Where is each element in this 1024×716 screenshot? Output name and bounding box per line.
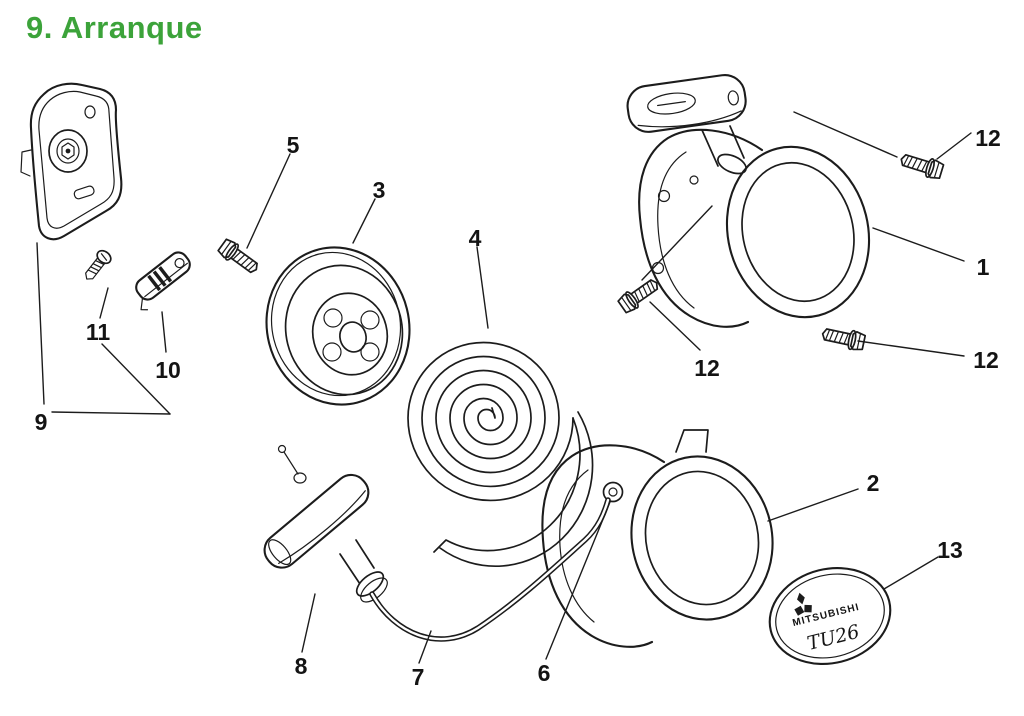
callout-3: 3 <box>373 177 386 203</box>
part-6-rope-bushing <box>602 481 624 503</box>
callout-8: 8 <box>295 653 308 679</box>
part-4-spiral-spring <box>407 341 594 568</box>
callout-4: 4 <box>469 225 482 251</box>
callout-labels: 5 3 4 12 1 12 12 11 10 9 2 13 8 7 6 <box>35 125 1001 690</box>
part-2-starter-case <box>541 429 774 648</box>
part-12-bolt-right <box>819 323 867 353</box>
callout-12-middle: 12 <box>694 355 720 381</box>
callout-1: 1 <box>977 254 990 280</box>
part-11-set-screw <box>85 249 112 280</box>
callout-13: 13 <box>937 537 963 563</box>
callout-12-top: 12 <box>975 125 1001 151</box>
callout-12-right: 12 <box>973 347 999 373</box>
part-7-starter-rope <box>369 497 611 642</box>
page-title: 9. Arranque <box>26 10 203 45</box>
part-13-model-decal: MITSUBISHI TU26 <box>768 567 892 665</box>
part-10-ratchet-pawl <box>135 251 191 311</box>
part-3-rope-pulley <box>265 246 411 406</box>
starter-grip-top <box>626 73 747 175</box>
callout-9: 9 <box>35 409 48 435</box>
part-8-starter-handle <box>263 444 388 603</box>
callout-6: 6 <box>538 660 551 686</box>
leader-lines <box>36 111 972 664</box>
mitsubishi-logo-icon <box>794 592 812 616</box>
part-12-bolt-middle <box>615 274 663 316</box>
part-1-starter-housing <box>626 73 871 328</box>
part-5-bolt <box>215 236 263 279</box>
callout-10: 10 <box>155 357 181 383</box>
part-12-bolt-top <box>897 149 946 182</box>
callout-2: 2 <box>867 470 880 496</box>
callout-5: 5 <box>287 132 300 158</box>
callout-7: 7 <box>412 664 425 690</box>
callout-11: 11 <box>86 319 111 345</box>
part-9-bracket <box>20 82 123 241</box>
